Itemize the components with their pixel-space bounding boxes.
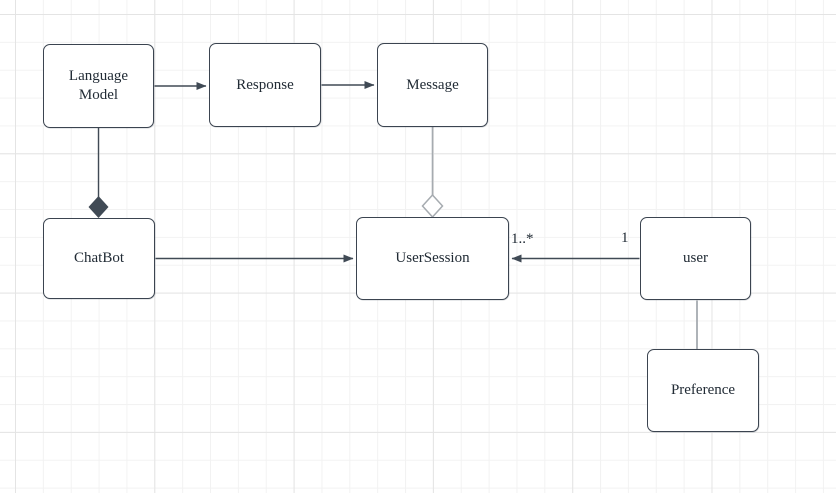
edge-languagemodel-chatbot-composition[interactable] xyxy=(88,128,109,218)
node-preference-label: Preference xyxy=(670,382,736,399)
aggregation-hollow-diamond-icon xyxy=(421,193,444,219)
multiplicity-user-label[interactable]: 1 xyxy=(621,230,629,246)
node-user[interactable]: user xyxy=(640,217,751,300)
node-user-label: user xyxy=(683,250,708,267)
multiplicity-usersession-label[interactable]: 1..* xyxy=(511,231,534,247)
node-usersession[interactable]: UserSession xyxy=(356,217,509,300)
node-language-model[interactable]: Language Model xyxy=(43,44,154,128)
node-response[interactable]: Response xyxy=(209,43,321,127)
node-message[interactable]: Message xyxy=(377,43,488,127)
edge-message-usersession-aggregation[interactable] xyxy=(421,126,444,219)
node-usersession-label: UserSession xyxy=(395,250,470,267)
node-chatbot[interactable]: ChatBot xyxy=(43,218,155,299)
node-preference[interactable]: Preference xyxy=(647,349,759,432)
node-language-model-label: Language Model xyxy=(68,68,129,103)
node-chatbot-label: ChatBot xyxy=(73,250,124,267)
composition-filled-diamond-icon xyxy=(88,196,109,218)
node-response-label: Response xyxy=(236,76,294,93)
node-message-label: Message xyxy=(406,76,459,93)
